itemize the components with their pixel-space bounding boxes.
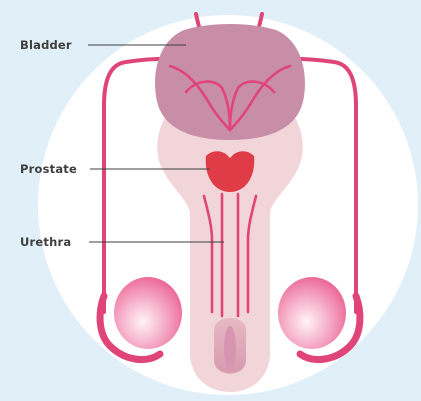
urethral-opening xyxy=(224,326,236,370)
testicle-left xyxy=(114,277,182,349)
testicle-right xyxy=(278,277,346,349)
bladder-label: Bladder xyxy=(20,38,72,52)
urethra-label: Urethra xyxy=(20,235,71,249)
prostate-label: Prostate xyxy=(20,162,77,176)
